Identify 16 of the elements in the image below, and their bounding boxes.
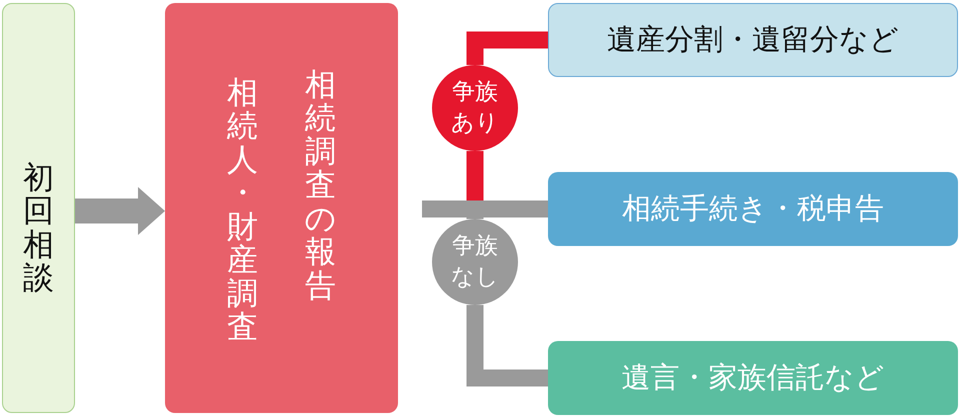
condition-label: 争族あり [450,78,500,138]
step-label: 相続手続き・税申告 [621,190,885,227]
step-label: 初回相談 [22,162,55,296]
step-label: 遺産分割・遺留分など [606,21,900,58]
step-label: 相続人・財産調査 [226,77,259,345]
condition-label: 争族なし [450,232,500,292]
arrow [75,187,165,235]
step-label: 遺言・家族信託など [620,359,886,396]
bracket-line [466,305,548,386]
outcome-box [548,341,958,415]
step-box [2,3,75,413]
outcome-box [548,3,958,77]
bracket-line [466,32,548,65]
step-box [165,3,398,413]
outcome-box [548,172,958,246]
step-label: 相続調査の報告 [304,69,337,304]
